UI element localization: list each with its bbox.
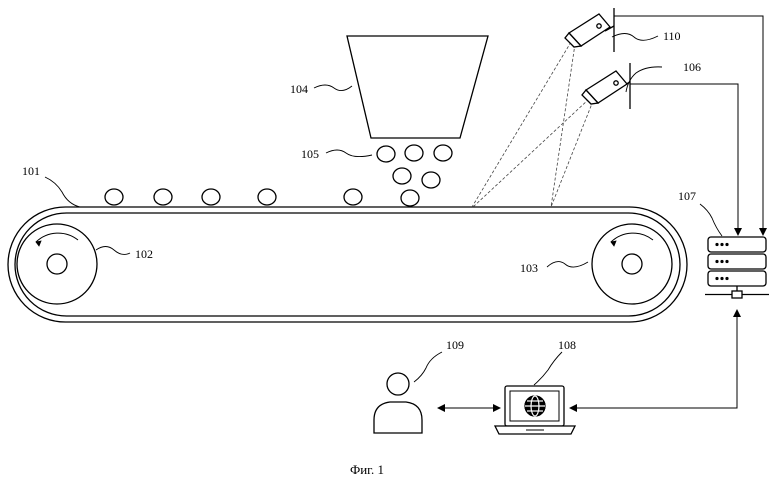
camera-lower-icon: [582, 63, 630, 109]
label-hopper: 104: [290, 82, 308, 96]
label-camera-upper: 110: [663, 29, 681, 43]
label-user: 109: [446, 338, 464, 352]
label-camera-lower: 106: [683, 60, 701, 74]
label-conveyor: 101: [22, 164, 40, 178]
camera-upper-icon: [565, 8, 614, 52]
figure-caption: Фиг. 1: [350, 462, 384, 477]
camera-fov-lines: [472, 42, 593, 207]
hopper: [347, 36, 488, 138]
items-on-belt: [105, 189, 419, 206]
label-laptop: 108: [558, 338, 576, 352]
label-server: 107: [678, 189, 696, 203]
label-roller-left: 102: [135, 247, 153, 261]
label-roller-right: 103: [520, 261, 538, 275]
roller-right: [592, 224, 672, 304]
conveyor-belt: [8, 207, 687, 322]
server-laptop-connection: [570, 310, 737, 408]
person-icon: [374, 373, 422, 433]
roller-left: [17, 224, 97, 304]
falling-items: [377, 145, 452, 188]
laptop-icon: [495, 386, 575, 434]
label-items: 105: [301, 147, 319, 161]
globe-icon: [525, 396, 545, 416]
server-icon: [705, 237, 769, 298]
